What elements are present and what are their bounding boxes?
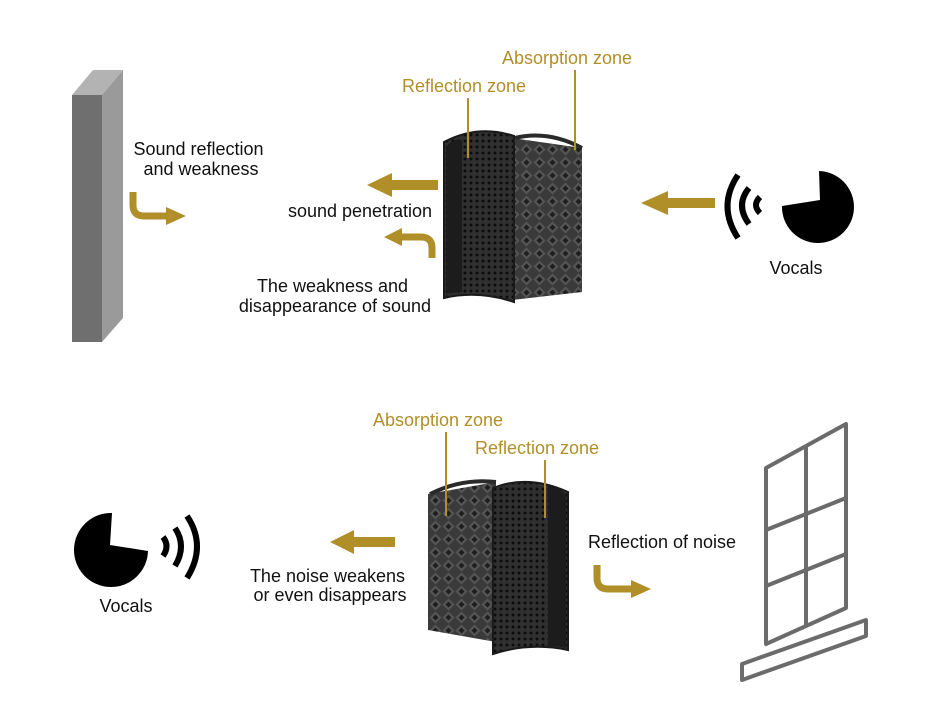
top-reflection-zone-label: Reflection zone — [402, 76, 526, 96]
bottom-vocals-label: Vocals — [99, 596, 152, 616]
top-acoustic-shield — [443, 130, 583, 304]
wall-reflection-label: Sound reflection and weakness — [133, 139, 268, 179]
bottom-absorption-zone-label: Absorption zone — [373, 410, 503, 430]
bottom-reflection-zone-label: Reflection zone — [475, 438, 599, 458]
bottom-vocals-head-icon — [73, 512, 148, 588]
top-vocals-label: Vocals — [769, 258, 822, 278]
bottom-acoustic-shield — [428, 479, 569, 656]
noise-weakens-arrow — [330, 530, 395, 554]
top-sound-waves-icon — [724, 173, 763, 240]
noise-weakens-label: The noise weakens or even disappears — [250, 566, 410, 605]
weakness-arrow — [384, 228, 436, 258]
top-vocals-head-icon — [781, 171, 854, 243]
weakness-label: The weakness and disappearance of sound — [239, 276, 431, 316]
window-icon — [740, 422, 868, 682]
top-absorption-zone-label: Absorption zone — [502, 48, 632, 68]
bottom-sound-waves-icon — [160, 514, 200, 580]
wall — [72, 70, 123, 342]
wall-reflection-arrow — [129, 192, 186, 225]
noise-reflection-arrow — [593, 565, 651, 598]
reflection-noise-label: Reflection of noise — [588, 532, 736, 552]
vocals-direction-arrow — [641, 191, 715, 215]
penetration-label: sound penetration — [288, 201, 432, 221]
penetration-arrow — [367, 173, 438, 197]
